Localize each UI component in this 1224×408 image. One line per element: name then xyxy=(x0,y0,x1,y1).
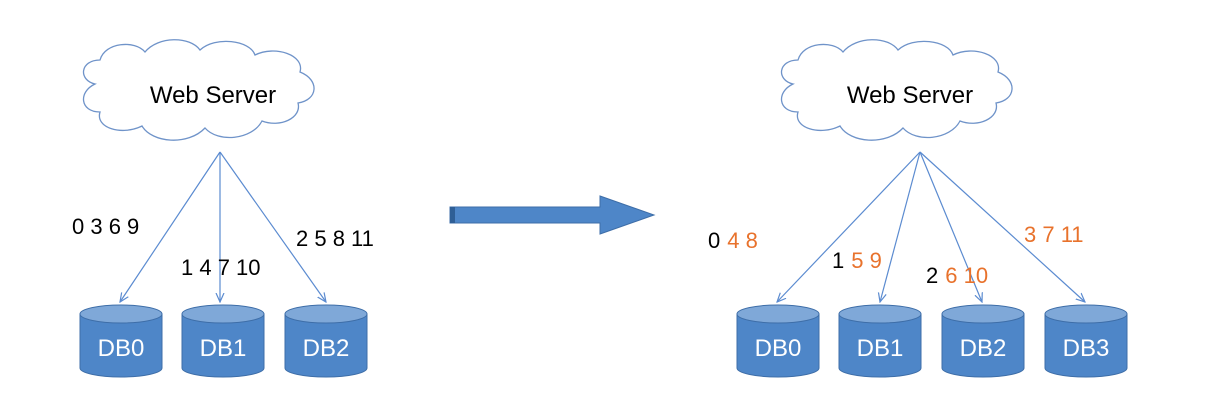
db-label: DB2 xyxy=(960,335,1007,362)
database-db2-left: DB2 xyxy=(284,304,368,378)
web-server-label-right: Web Server xyxy=(847,82,973,109)
db-label: DB1 xyxy=(200,335,247,362)
web-server-cloud-right xyxy=(780,39,1013,141)
database-db2-right: DB2 xyxy=(941,304,1025,378)
database-db0-right: DB0 xyxy=(736,304,820,378)
web-server-cloud-left xyxy=(82,39,315,141)
right-arrow-icon xyxy=(449,195,656,235)
db-label: DB1 xyxy=(857,335,904,362)
connection-line-db3-right xyxy=(919,151,1085,302)
connection-line-db2-left xyxy=(219,151,326,302)
database-db3-right: DB3 xyxy=(1044,304,1128,378)
shard-keys-db3-right: 3 7 11 xyxy=(1024,222,1084,247)
connection-line-db0-left xyxy=(120,151,221,302)
db-label: DB2 xyxy=(303,335,350,362)
db-label: DB0 xyxy=(755,335,802,362)
database-db1-right: DB1 xyxy=(838,304,922,378)
shard-keys-db2-left: 2 5 8 11 xyxy=(296,226,374,251)
web-server-label-left: Web Server xyxy=(150,82,276,109)
database-db0-left: DB0 xyxy=(79,304,163,378)
shard-keys-db1-left: 1 4 7 10 xyxy=(181,255,261,280)
left-topology: Web Server 0 3 6 9 1 4 7 10 2 5 8 11 DB0… xyxy=(72,39,374,378)
connection-line-db2-right xyxy=(919,151,982,302)
db-label: DB0 xyxy=(98,335,145,362)
database-db1-left: DB1 xyxy=(181,304,265,378)
connection-line-db0-right xyxy=(777,151,921,302)
connection-line-db1-right xyxy=(880,151,921,302)
shard-keys-db0-left: 0 3 6 9 xyxy=(72,214,139,239)
db-label: DB3 xyxy=(1063,335,1110,362)
